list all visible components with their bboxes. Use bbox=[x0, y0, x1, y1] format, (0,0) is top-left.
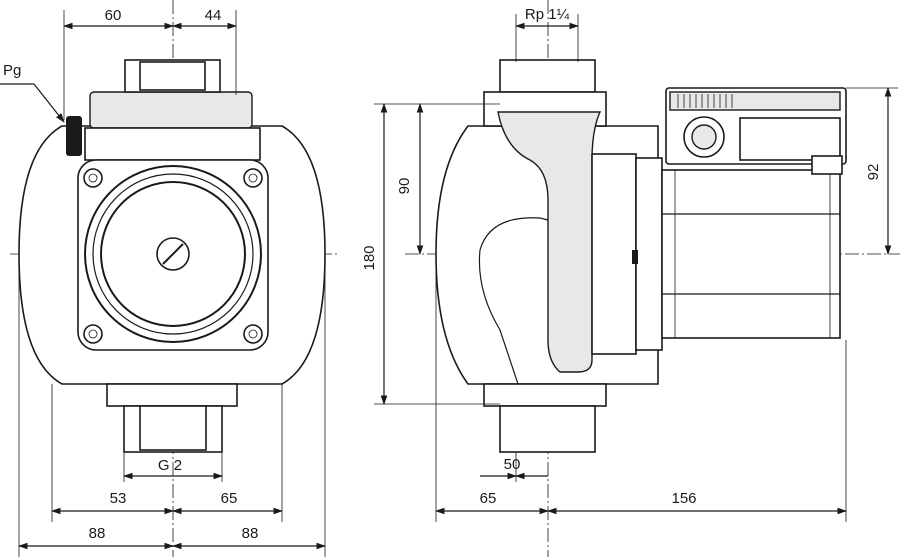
label-pg: Pg bbox=[3, 62, 21, 79]
front-motor-cover bbox=[100, 181, 246, 327]
dim-label-50: 50 bbox=[504, 456, 521, 473]
dim-label-60: 60 bbox=[105, 7, 122, 24]
front-bottom-flange bbox=[106, 383, 238, 407]
bolt-icon bbox=[83, 168, 103, 188]
front-bolts bbox=[83, 168, 263, 344]
label-g2: G 2 bbox=[158, 457, 182, 474]
side-bottom-pipe bbox=[499, 405, 596, 453]
front-terminal-box bbox=[89, 91, 253, 129]
dim-label-88-right: 88 bbox=[242, 525, 259, 542]
dim-label-92: 92 bbox=[865, 164, 882, 181]
side-terminal-vents bbox=[669, 91, 841, 111]
front-motor-outer-ring bbox=[84, 165, 262, 343]
front-bottom-pipe-inner bbox=[139, 405, 207, 451]
dim-label-88-left: 88 bbox=[89, 525, 106, 542]
front-top-pipe-inner bbox=[139, 61, 206, 91]
pg-leader bbox=[33, 83, 65, 123]
dim-label-156: 156 bbox=[671, 490, 696, 507]
front-view: 60 44 Pg G 2 53 65 88 88 bbox=[0, 0, 340, 557]
side-terminal-panel bbox=[739, 117, 841, 161]
front-terminal-base bbox=[84, 127, 261, 161]
dim-label-44: 44 bbox=[205, 7, 222, 24]
bolt-icon bbox=[243, 168, 263, 188]
dim-label-65-side: 65 bbox=[480, 490, 497, 507]
bolt-icon bbox=[243, 324, 263, 344]
label-rp: Rp 1¼ bbox=[525, 6, 570, 23]
front-motor-ring bbox=[92, 173, 254, 335]
bolt-icon bbox=[83, 324, 103, 344]
dim-label-90: 90 bbox=[396, 178, 413, 195]
dim-label-53: 53 bbox=[110, 490, 127, 507]
side-motor-collar bbox=[635, 157, 663, 351]
side-top-pipe-connector bbox=[499, 59, 596, 93]
dim-label-180: 180 bbox=[361, 245, 378, 270]
dim-label-65-front: 65 bbox=[221, 490, 238, 507]
side-motor-body bbox=[661, 169, 841, 339]
side-bottom-flange bbox=[483, 383, 607, 407]
side-motor-flange bbox=[591, 153, 637, 355]
side-volute bbox=[497, 111, 602, 373]
cable-gland-icon bbox=[66, 116, 82, 156]
side-view: Rp 1¼ 90 180 92 50 65 156 bbox=[361, 0, 900, 557]
